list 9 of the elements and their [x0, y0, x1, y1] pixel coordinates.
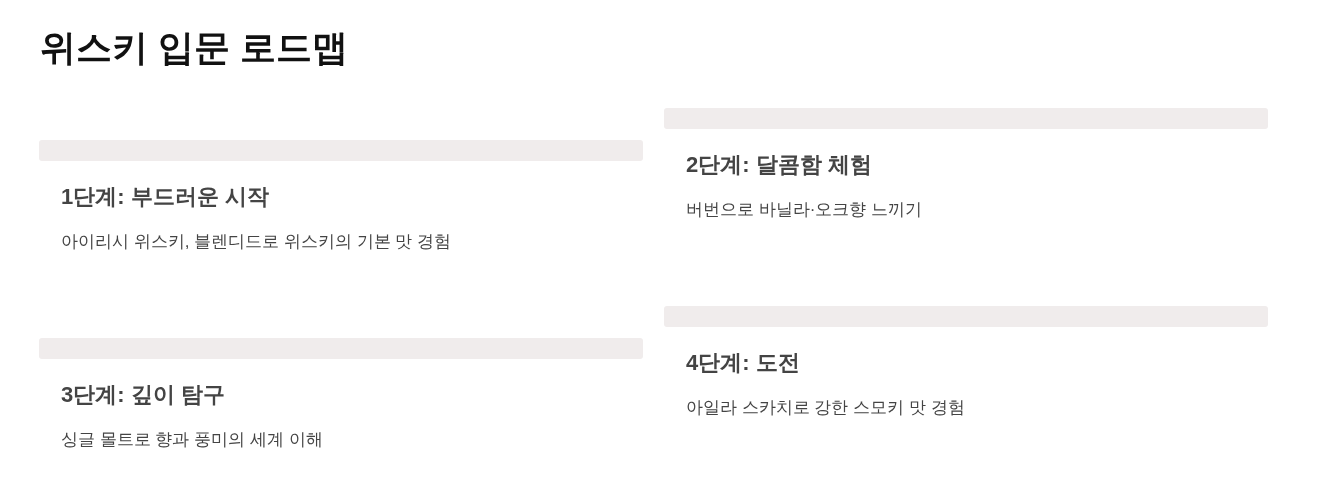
- step-heading: 1단계: 부드러운 시작: [61, 183, 269, 211]
- step-description: 싱글 몰트로 향과 풍미의 세계 이해: [61, 429, 323, 451]
- step-description: 아일라 스카치로 강한 스모키 맛 경험: [686, 397, 965, 419]
- page-title: 위스키 입문 로드맵: [40, 26, 348, 70]
- step-heading: 3단계: 깊이 탐구: [61, 381, 225, 409]
- step-heading: 4단계: 도전: [686, 349, 800, 377]
- step-heading: 2단계: 달콤함 체험: [686, 151, 872, 179]
- step-description: 아이리시 위스키, 블렌디드로 위스키의 기본 맛 경험: [61, 231, 452, 253]
- step-description: 버번으로 바닐라·오크향 느끼기: [686, 199, 923, 221]
